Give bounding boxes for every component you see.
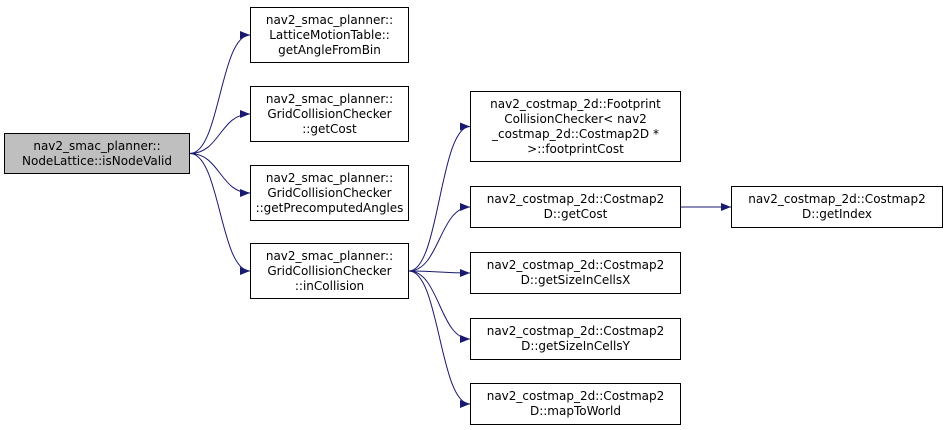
edge-inCollision-to-footprintCost xyxy=(408,122,471,272)
edge-inCollision-to-costmapGetCost xyxy=(408,203,471,272)
node-line: D::getIndex xyxy=(801,207,873,221)
node-line: D::getSizeInCellsX xyxy=(520,273,631,287)
node-line: ::getCost xyxy=(302,121,357,136)
node-line: nav2_smac_planner:: xyxy=(265,12,394,27)
node-line: CollisionChecker< nav2 xyxy=(504,111,647,126)
node-latticemotiontable-getanglefrombin[interactable]: nav2_smac_planner:: LatticeMotionTable::… xyxy=(250,7,409,63)
node-costmap2d-maptoworld[interactable]: nav2_costmap_2d::Costmap2 D::mapToWorld xyxy=(470,383,681,425)
node-line: GridCollisionChecker xyxy=(267,185,392,200)
node-line: nav2_costmap_2d::Costmap2 xyxy=(486,324,665,338)
node-costmap2d-getsizeincellsy[interactable]: nav2_costmap_2d::Costmap2 D::getSizeInCe… xyxy=(470,318,681,360)
node-gridcollisionchecker-incollision[interactable]: nav2_smac_planner:: GridCollisionChecker… xyxy=(250,243,409,299)
node-line: nav2_costmap_2d::Costmap2 xyxy=(486,258,665,272)
node-line: >::footprintCost xyxy=(527,141,624,156)
node-costmap2d-getindex[interactable]: nav2_costmap_2d::Costmap2 D::getIndex xyxy=(731,186,943,228)
node-costmap2d-getcost[interactable]: nav2_costmap_2d::Costmap2 D::getCost xyxy=(470,186,681,228)
node-line: ::getPrecomputedAngles xyxy=(255,200,404,215)
edge-isNodeValid-to-getAngleFromBin xyxy=(189,31,251,154)
node-line: nav2_smac_planner:: xyxy=(265,170,394,185)
edge-inCollision-to-getSizeInCellsY xyxy=(408,270,471,343)
node-line: D::getSizeInCellsY xyxy=(521,339,630,353)
edge-isNodeValid-to-getPrecomputedAngles xyxy=(189,153,251,197)
node-line: nav2_costmap_2d::Costmap2 xyxy=(486,192,665,206)
node-line: LatticeMotionTable:: xyxy=(269,27,390,42)
node-line: NodeLattice::isNodeValid xyxy=(22,153,172,168)
node-line: nav2_smac_planner:: xyxy=(265,248,394,263)
node-line: ::inCollision xyxy=(294,278,365,293)
node-line: nav2_smac_planner:: xyxy=(265,91,394,106)
node-line: nav2_smac_planner:: xyxy=(33,138,161,153)
node-line: D::getCost xyxy=(543,207,608,221)
node-line: nav2_costmap_2d::Footprint xyxy=(490,96,661,111)
edge-isNodeValid-to-gccGetCost xyxy=(189,110,251,154)
node-line: nav2_costmap_2d::Costmap2 xyxy=(748,192,926,206)
node-line: nav2_costmap_2d::Costmap2 xyxy=(486,389,665,403)
node-line: GridCollisionChecker xyxy=(267,263,392,278)
node-costmap2d-getsizeincellsx[interactable]: nav2_costmap_2d::Costmap2 D::getSizeInCe… xyxy=(470,252,681,294)
node-line: _costmap_2d::Costmap2D * xyxy=(492,126,659,141)
node-nodelattice-isnodevalid: nav2_smac_planner:: NodeLattice::isNodeV… xyxy=(4,133,190,174)
edge-inCollision-to-mapToWorld xyxy=(408,270,471,408)
node-gridcollisionchecker-getcost[interactable]: nav2_smac_planner:: GridCollisionChecker… xyxy=(250,86,409,142)
node-line: getAngleFromBin xyxy=(278,42,381,57)
node-line: D::mapToWorld xyxy=(529,404,621,418)
node-line: GridCollisionChecker xyxy=(267,106,392,121)
node-footprintcollisionchecker-footprintcost[interactable]: nav2_costmap_2d::Footprint CollisionChec… xyxy=(470,91,681,162)
edge-isNodeValid-to-inCollision xyxy=(189,153,251,275)
node-gridcollisionchecker-getprecomputedangles[interactable]: nav2_smac_planner:: GridCollisionChecker… xyxy=(250,165,409,221)
edge-inCollision-to-getSizeInCellsX xyxy=(408,268,471,277)
